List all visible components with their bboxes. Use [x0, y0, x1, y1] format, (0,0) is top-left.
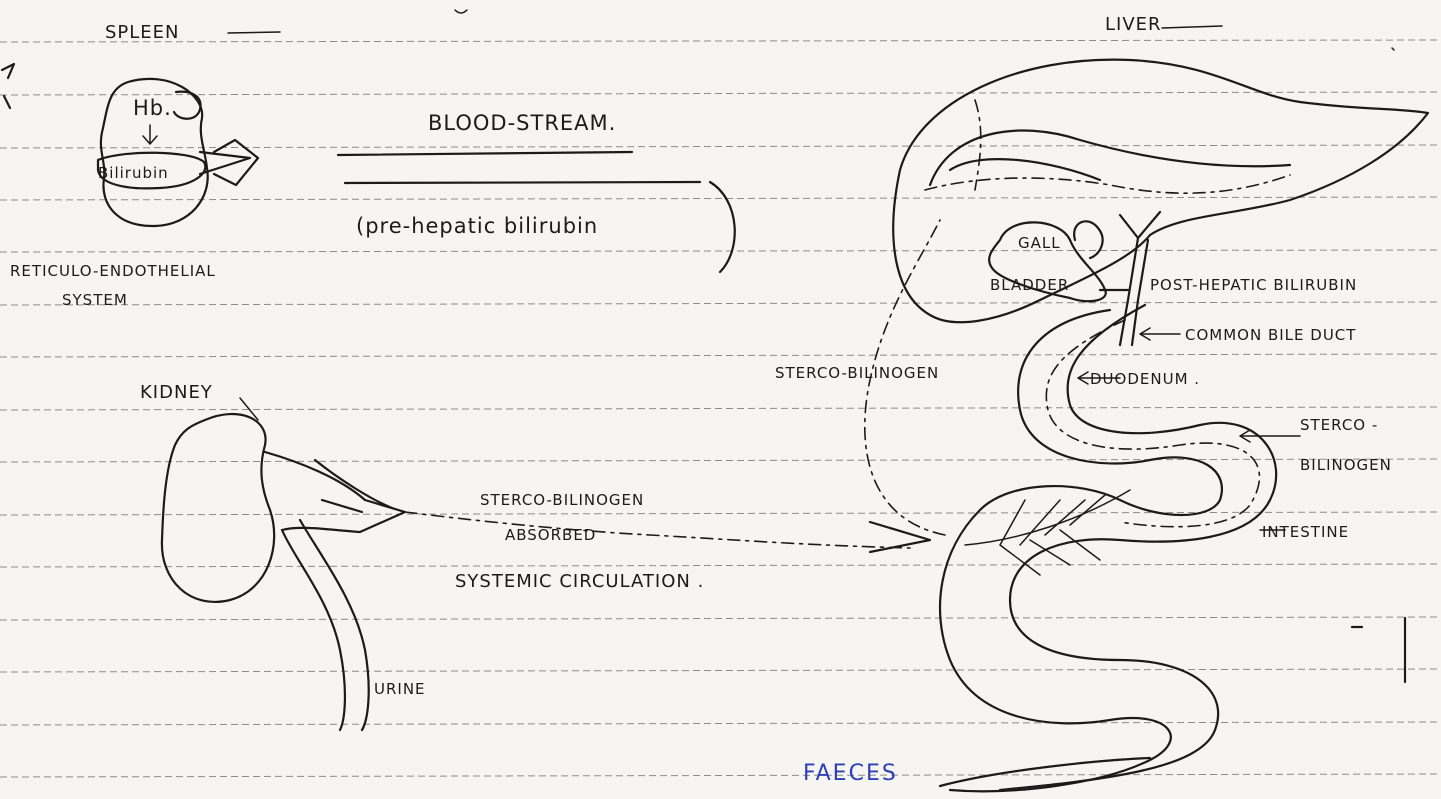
ureter [282, 520, 369, 730]
spleen [98, 79, 258, 226]
liver-dashed-vessel-2 [975, 100, 981, 190]
sterco-right-label: STERCO - [1300, 416, 1378, 434]
pre-hepatic-bracket [710, 182, 735, 272]
liver-dashed-vessel [925, 175, 1290, 193]
arrow-down-icon [143, 125, 157, 144]
margin-tally-mark [1352, 618, 1405, 682]
blood-stream-label: BLOOD-STREAM. [428, 111, 616, 135]
stercobilinogen-mid-label: STERCO-BILINOGEN [775, 364, 939, 382]
urine-label: URINE [374, 680, 426, 698]
arrow-left-icon-sterco [1240, 430, 1300, 442]
liver-label: LIVER [1105, 14, 1162, 35]
spleen-underline [228, 32, 280, 33]
blood-stream-line-bottom [345, 182, 700, 183]
systemic-circulation-label: SYSTEMIC CIRCULATION . [455, 571, 704, 592]
faeces-label: FAECES [803, 761, 898, 786]
stercobilinogen-absorbed-label: STERCO-BILINOGEN [480, 491, 644, 509]
dot-mark [1392, 48, 1394, 50]
spleen-label: SPLEEN [105, 22, 180, 43]
hb-label: Hb. [133, 96, 172, 120]
bilinogen-right-label: BILINOGEN [1300, 456, 1392, 474]
absorbed-label: ABSORBED [505, 526, 596, 544]
hb-loop [174, 92, 201, 119]
bilirubin-label: Bilirubin [98, 164, 169, 182]
pre-hepatic-label: (pre-hepatic bilirubin [356, 214, 598, 238]
renal-vessels [265, 452, 405, 532]
blood-stream-line-top [338, 152, 632, 155]
bladder-label: BLADDER [990, 276, 1069, 294]
tick-mark [455, 10, 467, 13]
duodenum-label: DUODENUM . [1090, 370, 1200, 388]
kidney-label: KIDNEY [140, 382, 213, 403]
margin-mark [2, 64, 14, 108]
kidney-outline [162, 414, 274, 602]
system-label: SYSTEM [62, 291, 128, 309]
intestine-label: INTESTINE [1262, 523, 1349, 541]
common-bile-duct-label: COMMON BILE DUCT [1185, 326, 1356, 344]
gall-label: GALL [1018, 234, 1061, 252]
liver-underline [1162, 26, 1222, 28]
reticulo-endothelial-label: RETICULO-ENDOTHELIAL [10, 262, 216, 280]
liver-inner-lobe [930, 130, 1290, 185]
absorbed-dashed-path [405, 512, 910, 548]
post-hepatic-label: POST-HEPATIC BILIRUBIN [1150, 276, 1357, 294]
arrow-left-icon [1140, 328, 1180, 340]
